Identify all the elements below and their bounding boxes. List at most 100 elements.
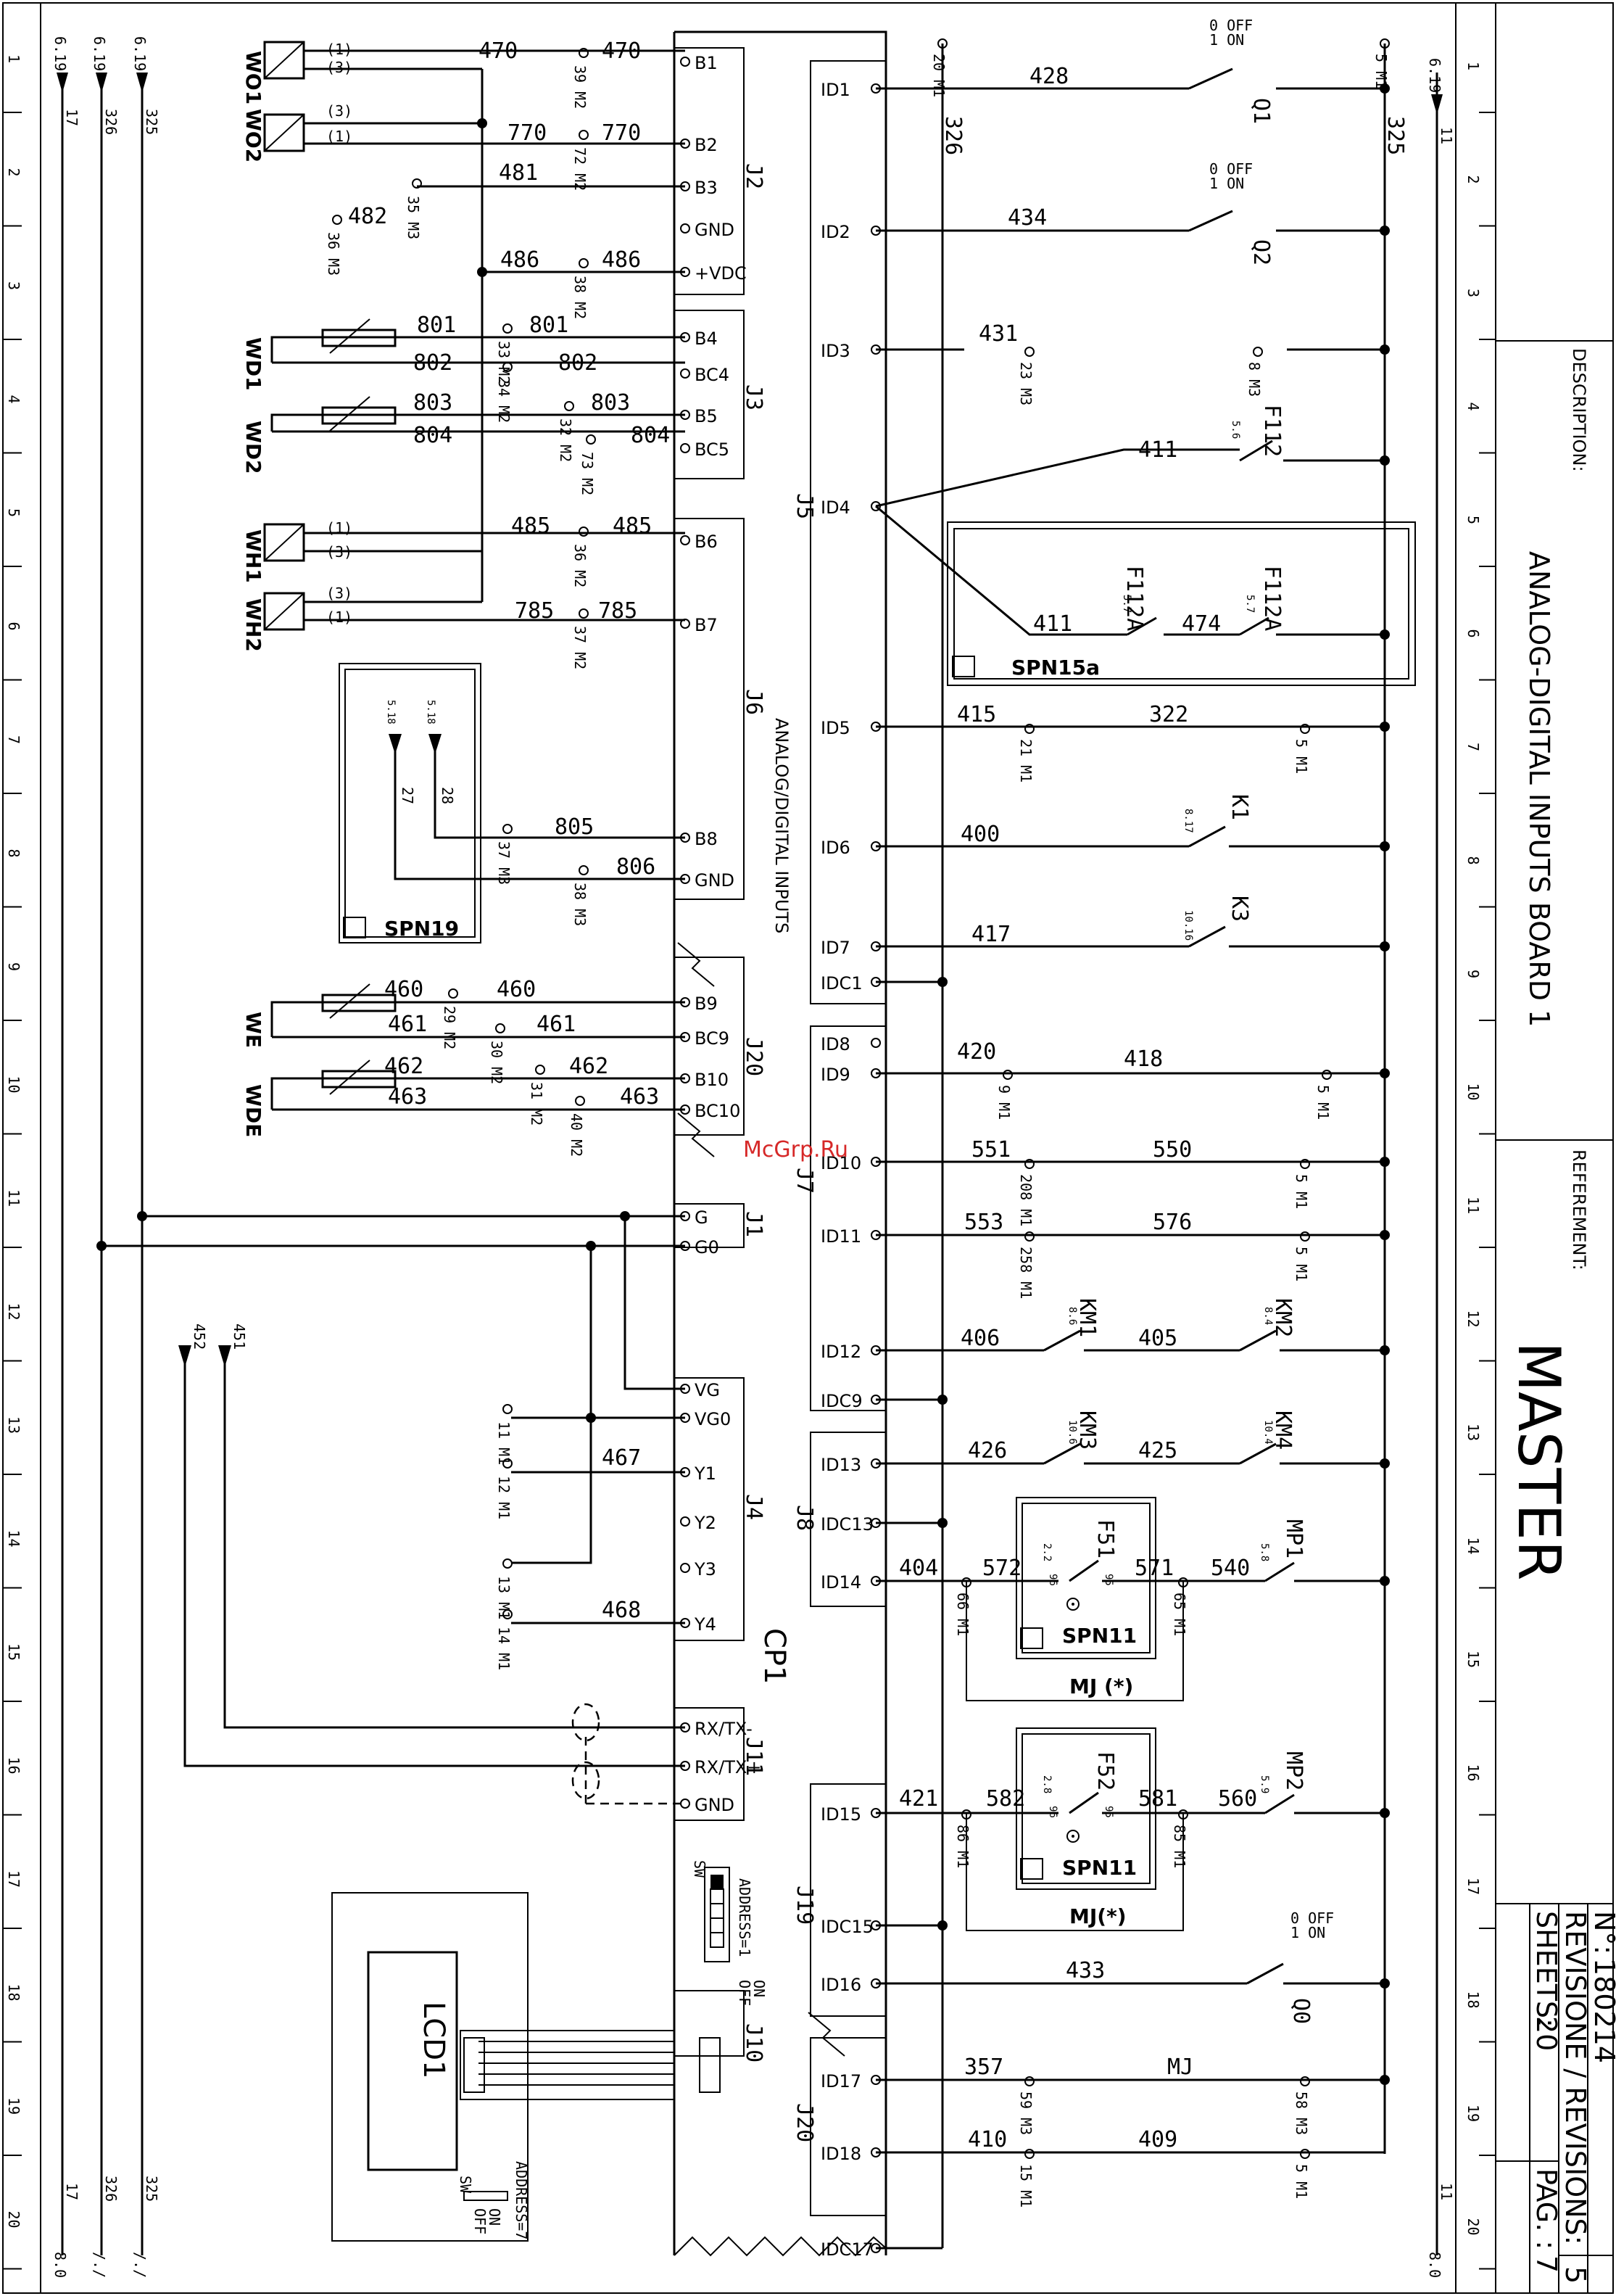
terminal-ref-pin bbox=[937, 38, 948, 49]
terminal-ref-pin bbox=[1024, 347, 1035, 357]
left-terminal-label: RX/TX- bbox=[695, 1719, 753, 1739]
left-terminal-label: B8 bbox=[695, 829, 718, 849]
right-connector-boxes bbox=[808, 60, 887, 2216]
terminal-ref-label: 5 M1 bbox=[1372, 54, 1390, 88]
rail-1-ref-top: 6.19 bbox=[51, 36, 69, 71]
device-label: Q1 bbox=[1248, 98, 1274, 124]
right-wire-label: 582 bbox=[986, 1786, 1025, 1812]
sensor-label: WO1 bbox=[241, 51, 265, 104]
main-sw-label: SW bbox=[691, 1860, 708, 1878]
terminal-ref-label: 32 M2 bbox=[557, 418, 574, 462]
right-wire-label: 326 bbox=[940, 116, 966, 155]
connector-label: J20 bbox=[792, 2103, 817, 2142]
device-label: SPN11 bbox=[1062, 1624, 1137, 1648]
left-terminal-pin bbox=[680, 57, 690, 67]
terminal-ref-label: 15 M1 bbox=[1017, 2164, 1035, 2208]
grid-number-left: 12 bbox=[5, 1303, 22, 1321]
sheets-label: SHEETS: bbox=[1530, 1911, 1562, 2028]
sensor-label: WD2 bbox=[241, 421, 265, 474]
right-wire-label: 409 bbox=[1138, 2127, 1177, 2152]
terminal-ref-pin bbox=[579, 48, 589, 58]
left-wire-label: 770 bbox=[602, 120, 641, 146]
sensor-label: WD1 bbox=[241, 337, 265, 391]
left-terminal-label: Y1 bbox=[694, 1463, 716, 1484]
left-terminal-label: G0 bbox=[695, 1237, 719, 1258]
device-ref-label: 8.6 bbox=[1066, 1307, 1078, 1325]
title-block: DESCRIPTION: ANALOG-DIGITAL INPUTS BOARD… bbox=[1496, 340, 1616, 2293]
grid-number-right: 2 bbox=[1464, 175, 1482, 184]
terminal-ref-pin bbox=[579, 865, 589, 875]
grid-number-left: 19 bbox=[5, 2097, 22, 2115]
right-terminal-label: IDC17 bbox=[821, 2239, 874, 2260]
switch-state-label: 0 OFF bbox=[1209, 160, 1253, 178]
terminal-ref-label: 258 M1 bbox=[1017, 1247, 1035, 1299]
grid-number-left: 15 bbox=[5, 1643, 22, 1661]
terminal-ref-label: 11 M1 bbox=[495, 1421, 513, 1465]
grid-number-left: 10 bbox=[5, 1076, 22, 1094]
device-ref-label: 8.4 bbox=[1262, 1307, 1274, 1325]
switch-state-label: 0 OFF bbox=[1209, 17, 1253, 34]
terminal-ref-pin bbox=[1024, 2076, 1035, 2086]
left-terminal-pin bbox=[680, 535, 690, 545]
terminal-ref-label: 30 M2 bbox=[488, 1041, 505, 1084]
grid-number-right: 6 bbox=[1464, 629, 1482, 638]
switch-state-label: 1 ON bbox=[1290, 1924, 1325, 1941]
main-address-label: ADDRESS=1 bbox=[736, 1878, 753, 1957]
page-label: PAG. : bbox=[1530, 2168, 1562, 2250]
connector-label: J5 bbox=[792, 493, 817, 519]
right-wire-label: 322 bbox=[1149, 702, 1188, 727]
terminal-ref-pin bbox=[502, 1404, 513, 1414]
rail-3-wire-bottom: 325 bbox=[143, 2176, 160, 2202]
grid-number-right: 18 bbox=[1464, 1991, 1482, 2009]
device-label: Q2 bbox=[1248, 239, 1274, 265]
rail-4-ref-top: 6.19 bbox=[1426, 58, 1443, 93]
terminal-ref-label: 58 M3 bbox=[1293, 2091, 1310, 2135]
grid-number-right: 8 bbox=[1464, 856, 1482, 865]
device-ref-label: 96 bbox=[1047, 1574, 1058, 1586]
connector-label: J2 bbox=[741, 163, 766, 189]
device-label: K1 bbox=[1227, 794, 1252, 820]
terminal-ref-label: 12 M1 bbox=[495, 1476, 513, 1519]
lcd-off-label: OFF bbox=[471, 2208, 489, 2234]
grid-number-right: 3 bbox=[1464, 289, 1482, 297]
left-wire-label: 461 bbox=[388, 1012, 427, 1037]
rail-4-wire-bottom: 11 bbox=[1438, 2183, 1455, 2200]
lcd-address-label: ADDRESS=7 bbox=[513, 2161, 530, 2239]
terminal-ref-pin bbox=[579, 258, 589, 268]
grid-number-right: 17 bbox=[1464, 1878, 1482, 1895]
terminal-ref-label: 38 M3 bbox=[571, 883, 589, 926]
connector-label: J8 bbox=[792, 1505, 817, 1531]
grid-number-right: 13 bbox=[1464, 1424, 1482, 1441]
grid-number-left: 6 bbox=[5, 622, 22, 631]
terminal-ref-pin bbox=[575, 1096, 585, 1106]
number-label: N°: bbox=[1588, 1911, 1616, 1954]
switch-state-label: 0 OFF bbox=[1290, 1909, 1334, 1927]
spn19-block: SPN19 bbox=[339, 663, 481, 943]
right-terminal-label: ID10 bbox=[821, 1153, 861, 1173]
left-terminal-label: B1 bbox=[695, 53, 718, 73]
left-terminal-pin bbox=[680, 443, 690, 453]
right-terminal-label: ID8 bbox=[821, 1034, 850, 1054]
grid-number-right: 19 bbox=[1464, 2105, 1482, 2122]
terminal-ref-label: 40 M2 bbox=[568, 1113, 585, 1157]
terminal-ref-label: 65 M1 bbox=[1171, 1593, 1188, 1636]
terminal-ref-pin bbox=[502, 1558, 513, 1569]
left-terminal-label: BC4 bbox=[695, 365, 729, 385]
left-wire-label: 470 bbox=[602, 38, 641, 64]
connector-label: J20 bbox=[741, 1037, 766, 1076]
rail-3-wire: 325 bbox=[143, 109, 160, 135]
terminal-ref-pin bbox=[586, 434, 596, 445]
right-terminal-label: ID11 bbox=[821, 1226, 861, 1247]
description-label: DESCRIPTION: bbox=[1569, 348, 1589, 472]
terminal-ref-label: 5 M1 bbox=[1293, 2164, 1310, 2199]
left-terminal-label: BC10 bbox=[695, 1101, 740, 1121]
left-wire-label: 460 bbox=[384, 977, 423, 1002]
terminal-ref-pin bbox=[1300, 2149, 1310, 2159]
main-dip-switch: SW ADDRESS=1 ON OFF bbox=[691, 1860, 768, 2006]
terminal-ref-pin bbox=[535, 1065, 545, 1075]
terminal-ref-pin bbox=[564, 401, 574, 411]
terminal-ref-pin bbox=[1322, 1070, 1332, 1080]
spn15a-block: SPN15a bbox=[947, 521, 1416, 686]
